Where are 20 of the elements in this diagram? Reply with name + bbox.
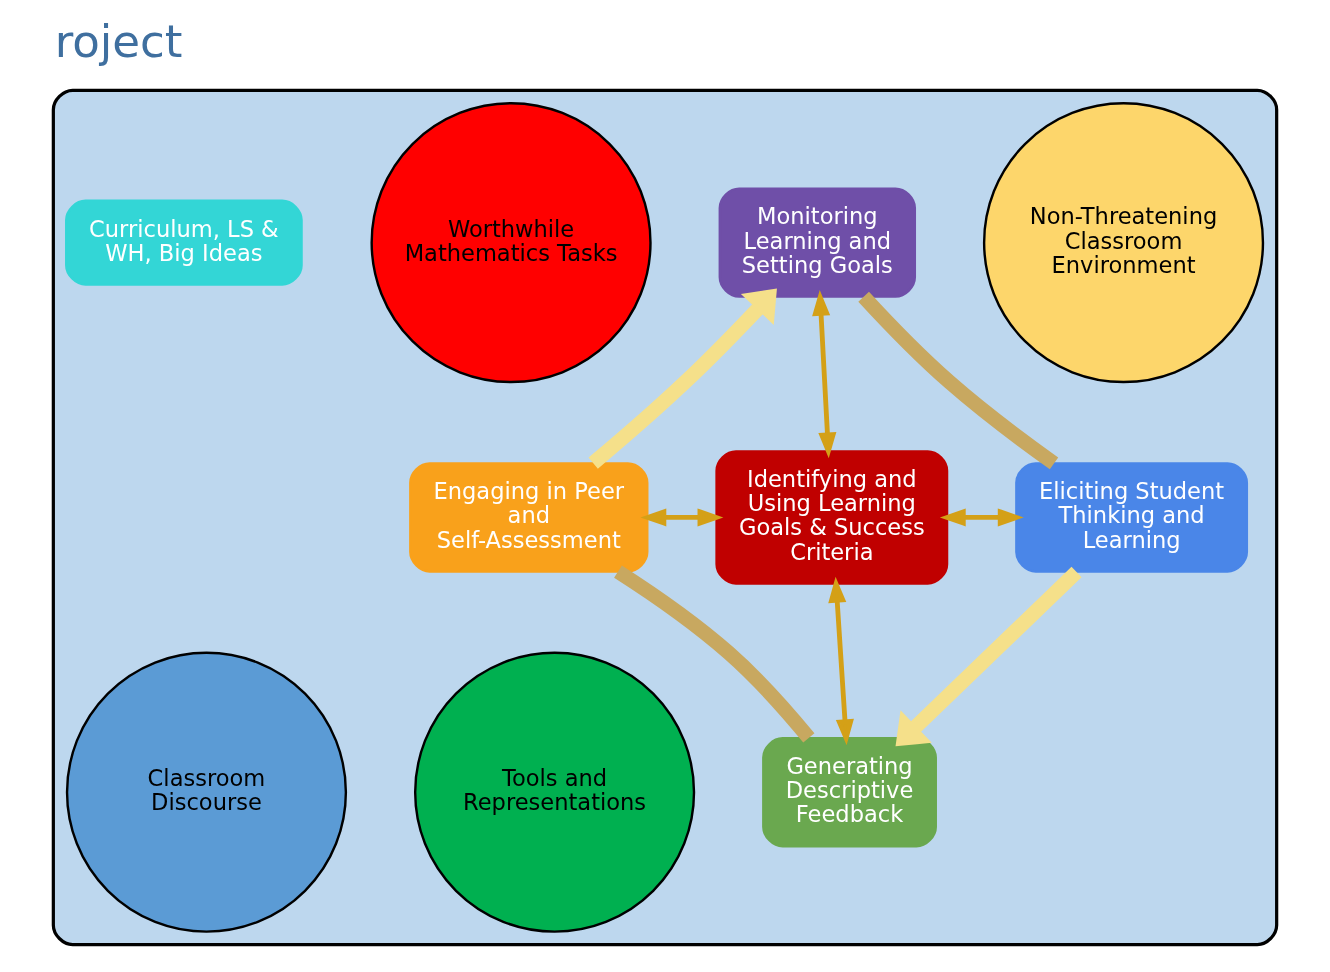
- arrow: [812, 289, 837, 459]
- node-box: Curriculum, LS & WH, Big Ideas: [65, 199, 303, 286]
- node-box: Monitoring Learning and Setting Goals: [718, 187, 917, 298]
- cluster: [51, 88, 1279, 947]
- arrow: [640, 508, 724, 527]
- node-circle: Non-Threatening Classroom Environment: [982, 102, 1265, 384]
- node-box: Identifying and Using Learning Goals & Success Criteria: [715, 450, 949, 585]
- node-circle: Worthwhile Mathematics Tasks: [370, 102, 652, 384]
- node-box: Eliciting Student Thinking and Learning: [1015, 462, 1249, 573]
- diagram-title: roject: [54, 15, 183, 69]
- arrow: [895, 566, 1082, 747]
- connector: [614, 565, 815, 743]
- node-circle: Classroom Discourse: [65, 651, 348, 933]
- node-box: Engaging in Peer and Self-Assessment: [409, 462, 649, 573]
- node-box: Generating Descriptive Feedback: [762, 737, 937, 848]
- arrow: [588, 288, 777, 469]
- arrow: [939, 508, 1024, 527]
- node-circle: Tools and Representations: [413, 651, 696, 933]
- connector: [858, 291, 1059, 470]
- arrow: [828, 576, 854, 746]
